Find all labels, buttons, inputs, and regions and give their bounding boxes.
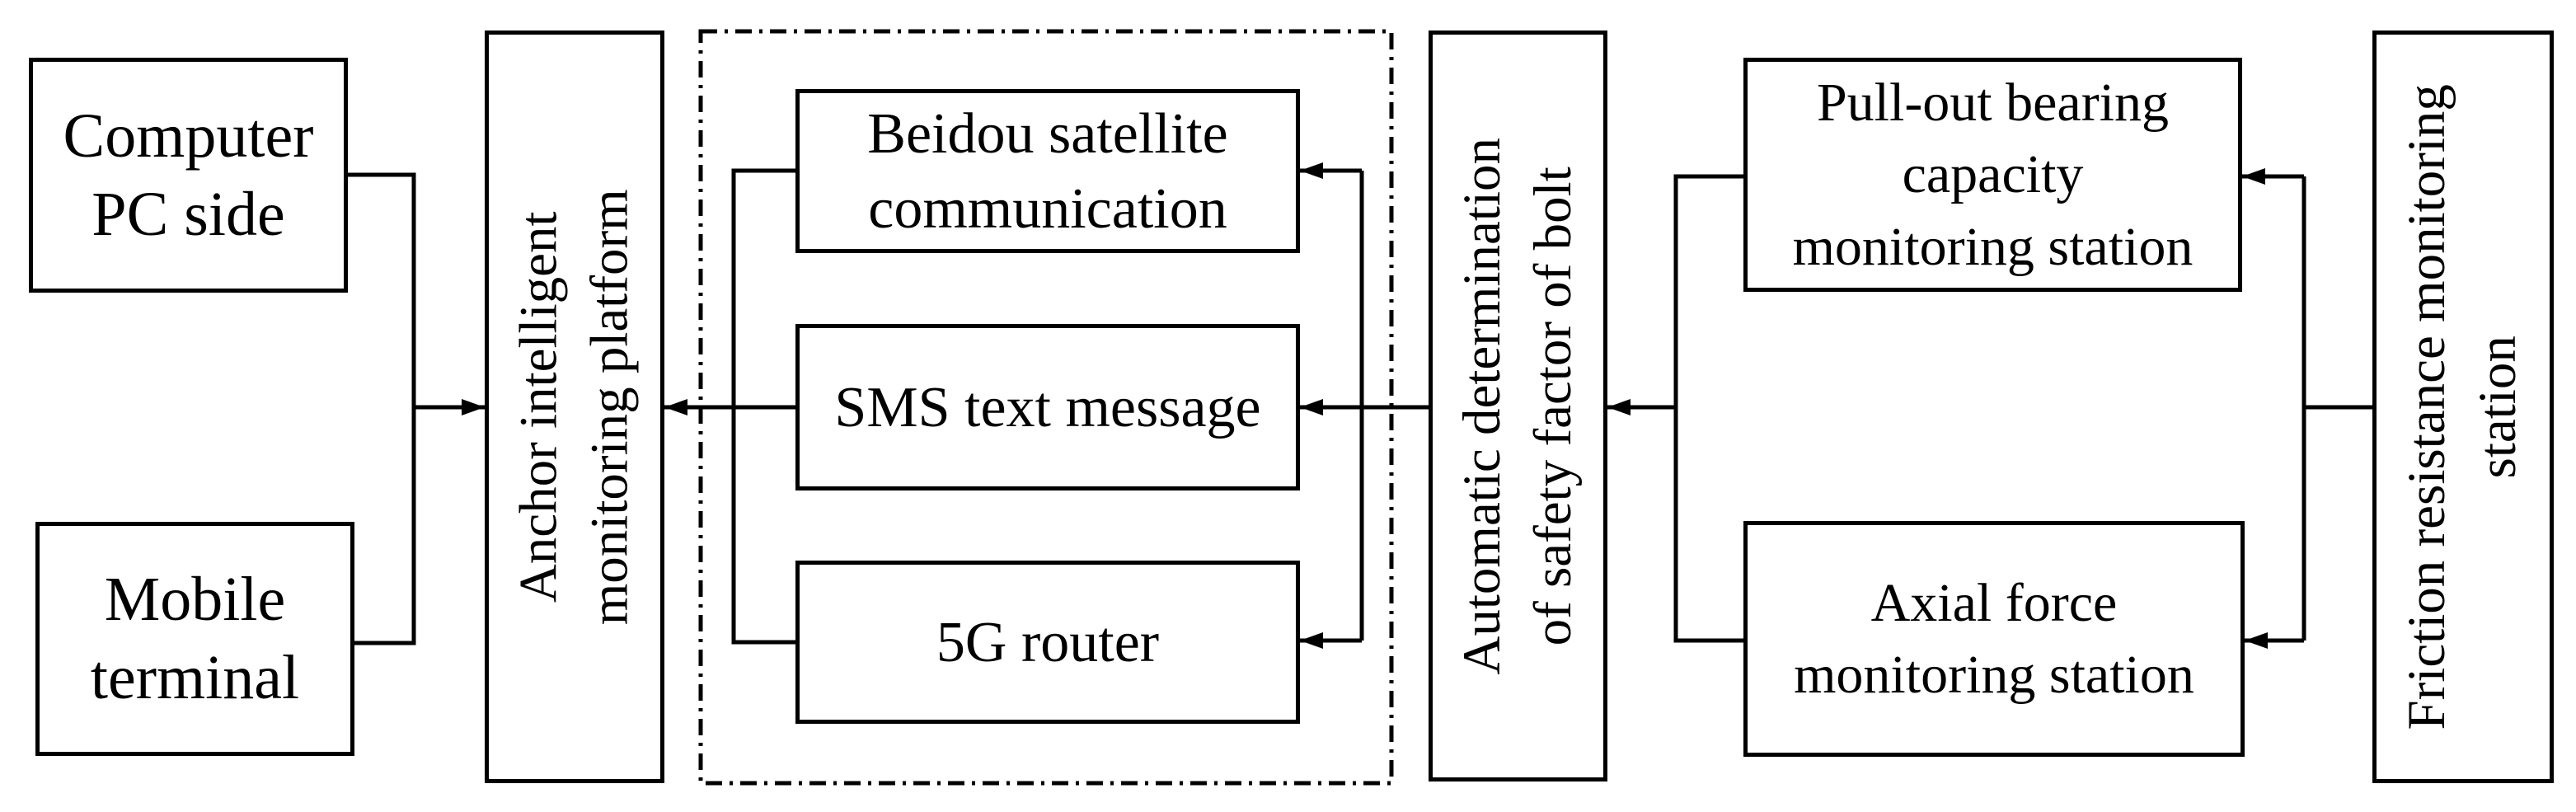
node-anchor-intelligent-platform: Anchor intelligent monitoring platform	[485, 31, 664, 783]
label-line: communication	[868, 176, 1227, 241]
node-5g-router-label: 5G router	[936, 605, 1159, 680]
node-axial-force-label: Axial force monitoring station	[1794, 567, 2194, 711]
label-line: Automatic determination	[1452, 137, 1512, 675]
node-axial-force-station: Axial force monitoring station	[1743, 521, 2245, 757]
label-line: PC side	[91, 179, 285, 249]
label-line: capacity	[1902, 144, 2084, 205]
label-line: Axial force	[1870, 572, 2118, 633]
node-pull-out-label: Pull-out bearing capacity monitoring sta…	[1793, 67, 2194, 282]
label-line: monitoring station	[1792, 216, 2194, 277]
node-automatic-determination-label: Automatic determination of safety factor…	[1448, 138, 1589, 675]
label-line: of safety factor of bolt	[1523, 166, 1583, 646]
node-sms-text-message: SMS text message	[795, 324, 1300, 490]
node-automatic-determination: Automatic determination of safety factor…	[1429, 31, 1607, 781]
connector-comm-left-junction	[731, 168, 795, 645]
node-friction-resistance-label: Friction resistance monitoring station	[2392, 84, 2534, 730]
connector-stations-left-junction	[1673, 174, 1743, 643]
label-line: terminal	[90, 643, 300, 712]
label-line: monitoring platform	[579, 189, 640, 625]
label-line: Computer	[63, 101, 314, 171]
connector-pc-mobile-junction	[348, 172, 416, 645]
label-line: station	[2468, 335, 2527, 479]
node-5g-router: 5G router	[795, 561, 1300, 724]
label-line: 5G router	[936, 610, 1160, 674]
label-line: Friction resistance monitoring	[2397, 83, 2457, 730]
label-line: Anchor intelligent	[509, 211, 569, 603]
label-line: monitoring station	[1794, 645, 2194, 705]
node-sms-label: SMS text message	[834, 370, 1260, 445]
node-mobile-terminal: Mobile terminal	[35, 522, 354, 756]
node-friction-resistance-station: Friction resistance monitoring station	[2372, 31, 2554, 783]
label-line: Pull-out bearing	[1816, 73, 2170, 134]
node-pull-out-bearing-station: Pull-out bearing capacity monitoring sta…	[1743, 58, 2242, 292]
node-computer-pc-side-label: Computer PC side	[63, 97, 314, 254]
label-line: Mobile	[104, 565, 286, 634]
node-mobile-terminal-label: Mobile terminal	[91, 561, 299, 717]
node-anchor-intelligent-platform-label: Anchor intelligent monitoring platform	[504, 189, 645, 625]
node-computer-pc-side: Computer PC side	[29, 58, 348, 293]
label-line: SMS text message	[834, 375, 1261, 439]
node-beidou-label: Beidou satellite communication	[867, 96, 1227, 246]
label-line: Beidou satellite	[867, 101, 1228, 166]
node-beidou-satellite-communication: Beidou satellite communication	[795, 89, 1300, 253]
